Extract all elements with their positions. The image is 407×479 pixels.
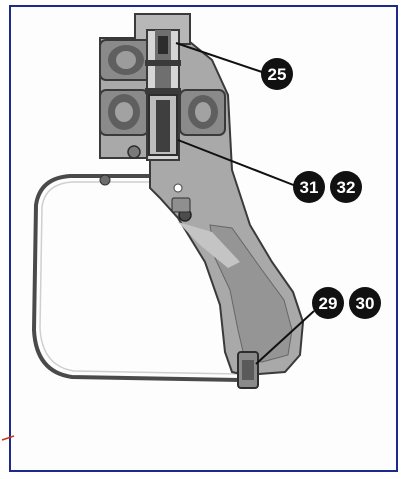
callout-29: 29 [312,287,344,319]
callout-31: 31 [293,171,325,203]
callout-31-label: 31 [300,178,319,197]
callout-32-label: 32 [337,178,356,197]
leader-29-30 [255,310,315,365]
callout-30: 30 [349,287,381,319]
leader-31-32 [177,139,297,187]
corner-mark [1,435,15,441]
leader-25 [175,42,263,73]
callout-25: 25 [261,58,293,90]
callout-32: 32 [330,171,362,203]
callout-29-label: 29 [319,294,338,313]
callout-30-label: 30 [356,294,375,313]
trigger-guard [31,174,241,382]
trigger-pivot [127,145,141,159]
callout-25-label: 25 [268,65,287,84]
